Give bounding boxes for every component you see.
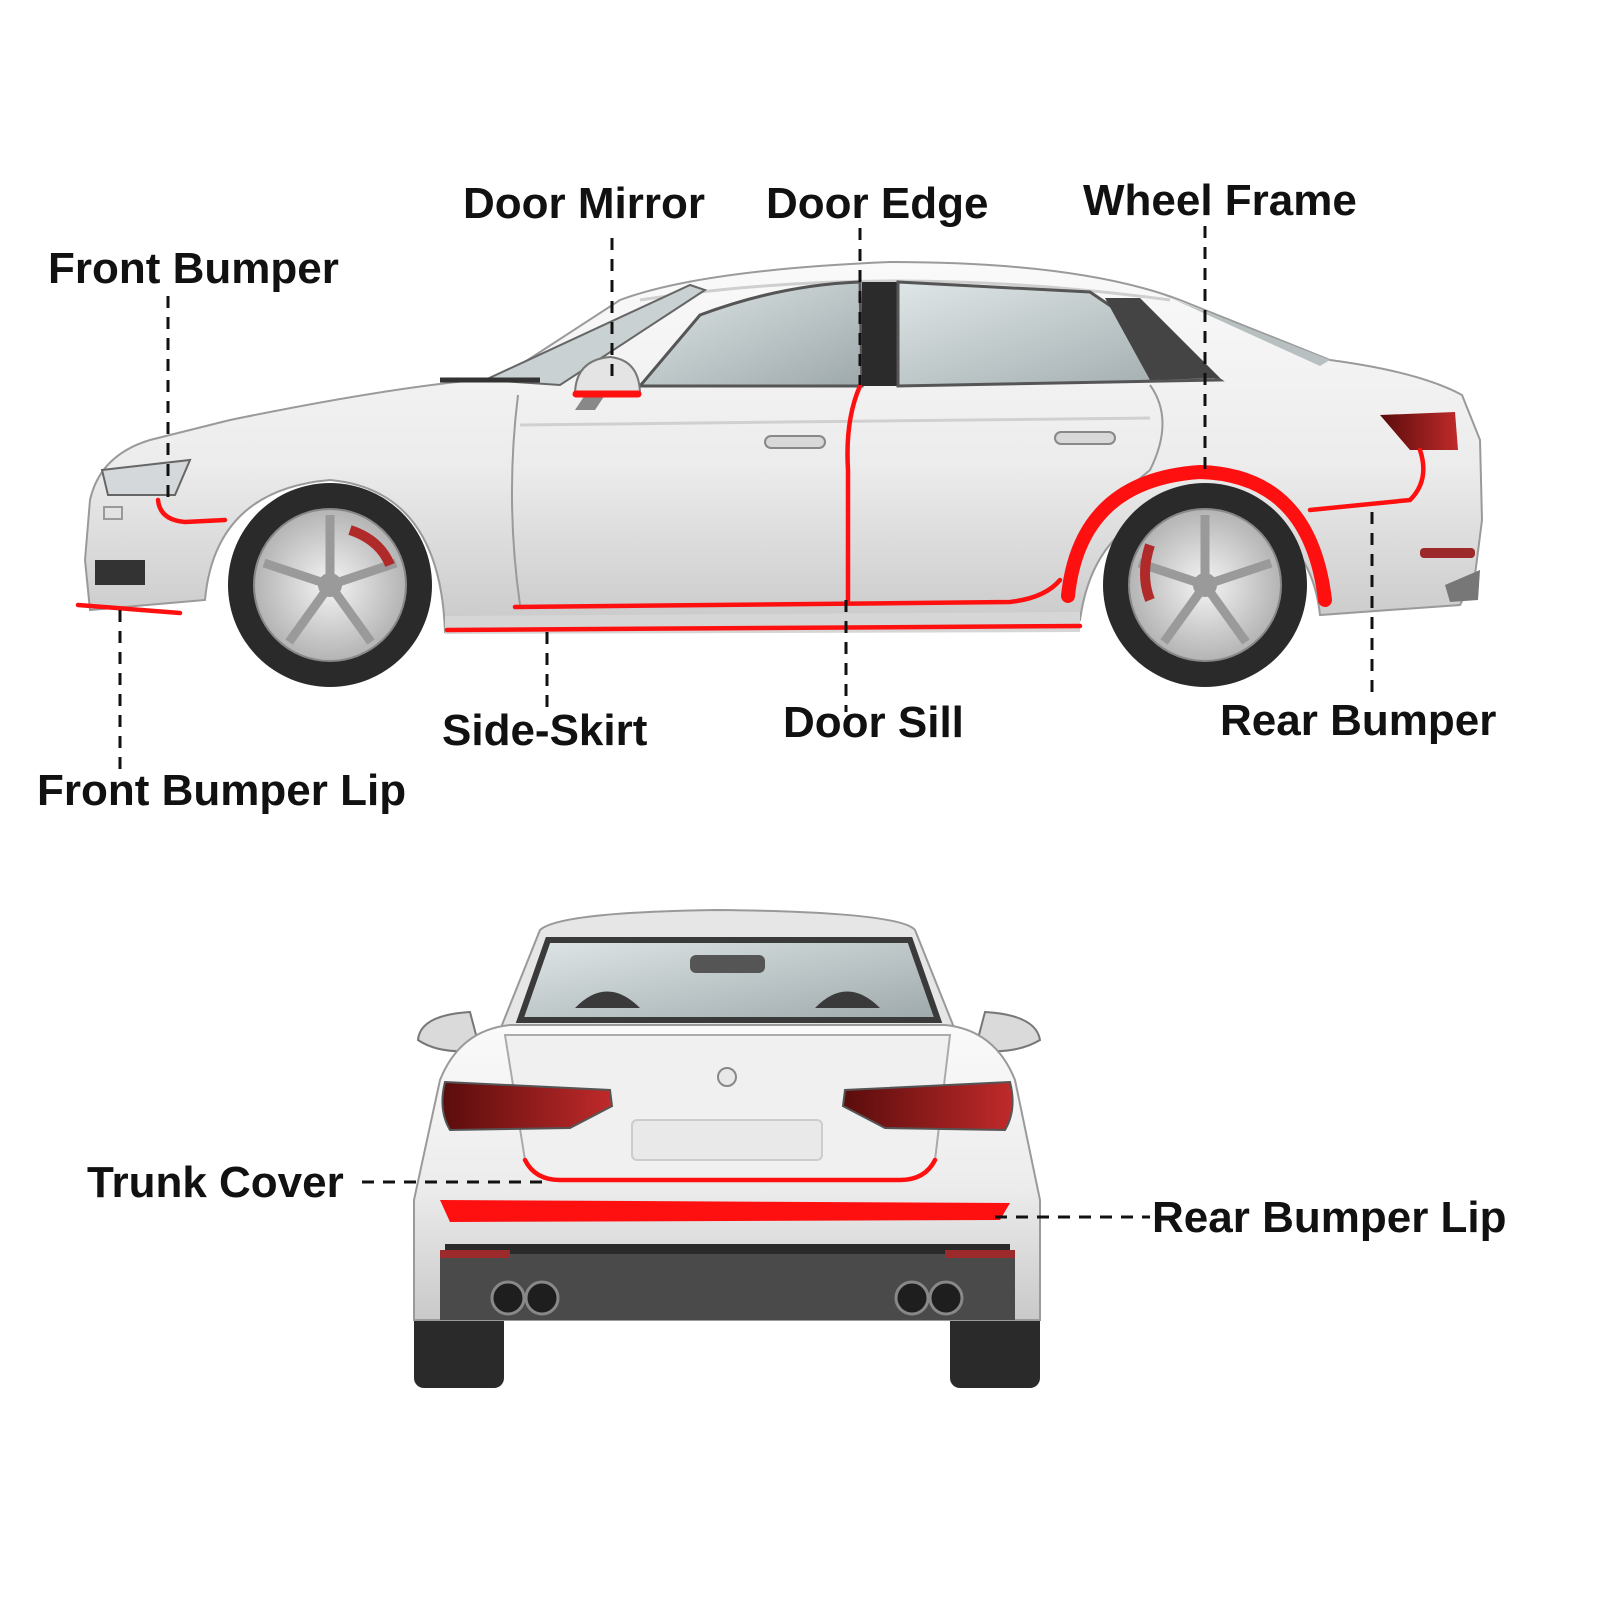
windshield <box>484 283 708 387</box>
left-exhaust-pipes <box>490 1280 560 1316</box>
leader-lines <box>118 226 1374 1219</box>
rear-left-tire <box>414 1300 504 1388</box>
b-pillar <box>862 282 898 386</box>
trunk-cover-label: Trunk Cover <box>87 1158 344 1207</box>
rear-bumper-lip-label: Rear Bumper Lip <box>1152 1193 1507 1242</box>
wheel-frame-label: Wheel Frame <box>1083 176 1357 225</box>
rear-diffuser <box>440 1252 1015 1320</box>
door-sill-label: Door Sill <box>783 698 964 747</box>
front-bumper-trim <box>155 497 228 525</box>
rear-windscreen <box>1150 290 1330 366</box>
rear-bumper-label: Rear Bumper <box>1220 696 1496 745</box>
rear-left-mirror <box>416 1010 482 1053</box>
shoulder-line <box>519 416 1151 427</box>
rear-door-handle <box>1054 431 1116 445</box>
rear-right-reflector <box>945 1250 1015 1258</box>
rear-bumper-trim <box>1307 447 1426 513</box>
front-bumper-label: Front Bumper <box>48 244 339 293</box>
wheel-frame-trim <box>1061 465 1332 607</box>
rear-bumper-lip-trim <box>440 1200 1010 1222</box>
right-exhaust-pipes <box>894 1280 964 1316</box>
rear-left-taillight <box>441 1080 614 1132</box>
rear-bumper-strip <box>445 1244 1010 1254</box>
rear-emblem <box>717 1067 737 1087</box>
door-mirror-label: Door Mirror <box>463 179 705 228</box>
rear-quarter-glass <box>1105 298 1220 380</box>
trunk-cover-trim <box>522 1157 938 1183</box>
front-fog-light <box>95 560 145 585</box>
front-bumper-lip-trim <box>75 602 183 616</box>
rear-right-tire <box>950 1300 1040 1388</box>
rear-reflector <box>1420 548 1475 558</box>
side-trim-lines <box>75 383 1426 633</box>
labels: Front Bumper Door Mirror Door Edge Wheel… <box>37 176 1507 1242</box>
rear-plate-area <box>631 1119 823 1161</box>
side-exhaust <box>1445 570 1480 602</box>
side-taillight <box>1380 412 1458 450</box>
front-window <box>636 280 864 388</box>
side-view-car <box>75 260 1484 687</box>
rear-right-taillight <box>841 1080 1014 1132</box>
front-plate-holder <box>103 506 123 520</box>
door-edge-label: Door Edge <box>766 179 988 228</box>
rear-door-line <box>1089 384 1164 521</box>
front-door-line <box>510 394 521 606</box>
right-headrest <box>815 991 880 1008</box>
front-door-handle <box>764 435 826 449</box>
rear-right-mirror <box>973 1010 1042 1053</box>
side-skirt-trim <box>444 623 1083 633</box>
mirror-stem <box>575 395 605 410</box>
door-edge-trim <box>845 383 863 603</box>
rear-wheel <box>1103 483 1307 687</box>
rear-view-car <box>413 908 1042 1388</box>
rear-view-mirror <box>690 955 765 973</box>
door-sill-trim <box>512 577 1063 610</box>
front-bumper-lip-label: Front Bumper Lip <box>37 766 406 815</box>
left-headrest <box>575 991 640 1008</box>
side-mirror <box>573 355 642 396</box>
front-wheel <box>228 483 432 687</box>
rear-left-reflector <box>440 1250 510 1258</box>
side-skirt-label: Side-Skirt <box>442 706 648 755</box>
